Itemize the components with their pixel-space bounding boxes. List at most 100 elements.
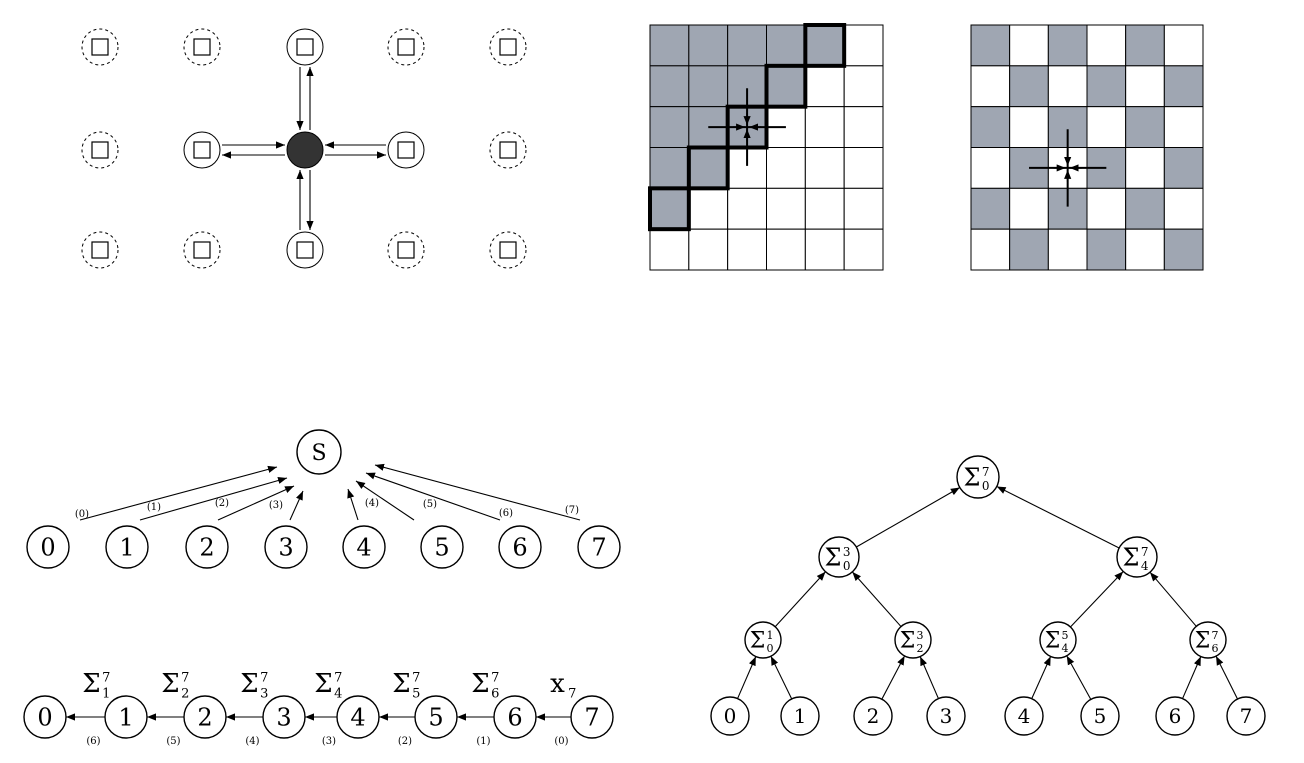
star-node-0: 0: [26, 525, 70, 569]
tree-leaf-2-label: 2: [867, 704, 880, 728]
stencil-diagram: [81, 28, 527, 269]
chain-top-label-3-sup: 7: [334, 671, 342, 686]
star-node-3-circle: [264, 525, 308, 569]
star-node-5-circle: [420, 525, 464, 569]
stencil-square-marker: [296, 38, 314, 56]
tree-arrow-leaf-3: [919, 656, 939, 699]
star-node-1-label: 1: [119, 534, 134, 562]
grid-checker-cell: [970, 24, 1011, 67]
grid-checker-cell: [1009, 187, 1049, 230]
stencil-square-marker: [397, 141, 415, 159]
grid-diagonal-cell: [843, 24, 884, 67]
chain-top-label-4-sup: 7: [412, 671, 420, 686]
tree-leaf-7: 7: [1226, 696, 1266, 736]
grid-checker-cell: [1125, 228, 1165, 271]
tree-l1-node-2: [1039, 621, 1077, 659]
tree-leaf-3-circle: [926, 696, 966, 736]
tree-leaf-1-circle: [780, 696, 820, 736]
grid-diagonal-cell: [766, 187, 806, 230]
tree-leaf-0-circle: [710, 696, 750, 736]
grid-checker-cell: [1009, 106, 1049, 148]
chain-node-3: 3: [262, 695, 306, 739]
stencil-square-marker: [193, 141, 211, 159]
grid-checker-cell: [1047, 24, 1088, 67]
chain-edge-label-6: (0): [554, 736, 568, 747]
chain-top-label-4-base: Σ: [392, 669, 410, 699]
tree-root-node: [956, 455, 1000, 499]
grid-checker-cell: [1086, 187, 1127, 230]
chain-top-label-2-sub: 3: [260, 686, 268, 701]
chain-node-0-label: 0: [37, 704, 52, 732]
grid-diagonal-cell: [649, 147, 690, 189]
tree-arrow-l1-1: [851, 571, 902, 627]
grid-checker-cell: [1125, 106, 1165, 148]
chain-top-label-0-base: Σ: [82, 669, 100, 699]
grid-diagonal-cell: [843, 147, 884, 189]
grid-diagonal-cell: [727, 187, 768, 230]
chain-top-label-1-base: Σ: [161, 669, 179, 699]
star-arrow-0: [79, 465, 278, 521]
tree-leaf-1-label: 1: [794, 704, 807, 728]
star-arrow-2: [217, 485, 295, 521]
grid-diagonal-cell: [727, 228, 768, 271]
tree-leaf-7-label: 7: [1240, 704, 1253, 728]
chain-node-4: 4: [336, 695, 380, 739]
tree-leaf-6-circle: [1155, 696, 1195, 736]
grid-checker-cell: [1163, 228, 1204, 271]
grid-diagonal-cell: [804, 147, 845, 189]
tree-l1-node-0: [744, 621, 782, 659]
tree-arrow-leaf-4: [1031, 656, 1052, 699]
grid-checker-cell: [1086, 228, 1127, 271]
stencil-square-marker: [91, 38, 109, 56]
grid-checker-cell: [970, 228, 1011, 271]
chain-node-1-label: 1: [118, 704, 133, 732]
tree-arrow-leaf-6: [1182, 656, 1202, 699]
chain-node-1: 1: [104, 695, 148, 739]
chain-edge-label-4: (2): [398, 736, 412, 747]
star-node-7-circle: [577, 525, 621, 569]
stencil-square-marker: [91, 241, 109, 259]
grid-checker-cell: [1086, 65, 1127, 108]
tree-leaf-4-circle: [1004, 696, 1044, 736]
chain-top-label-3-sub: 4: [334, 686, 342, 701]
grid-diagonal-cell: [688, 228, 729, 271]
grid-diagonal-cell: [843, 65, 884, 108]
grid-checker-cell: [1125, 187, 1165, 230]
grid-checker-stencil-star: [1029, 129, 1107, 207]
grid-checker-cell: [1125, 65, 1165, 108]
grid-diagonal-cell: [649, 65, 690, 108]
star-edge-label-0: (0): [75, 509, 89, 520]
grid-checker-cell: [970, 106, 1011, 148]
grid-diagonal-cell: [804, 65, 845, 108]
grid-checker-cell: [970, 147, 1011, 189]
tree-leaf-6: 6: [1155, 696, 1195, 736]
grid-diagonal-boundary-cell: [764, 63, 808, 109]
grid-diagonal-cell: [804, 24, 845, 67]
grid-diagonal-cell: [766, 228, 806, 271]
tree-l2-label-1-base: Σ: [1123, 543, 1140, 571]
chain-node-2: 2: [183, 695, 227, 739]
tree-leaf-5-circle: [1080, 696, 1120, 736]
grid-diagonal-cell: [649, 106, 690, 148]
chain-top-label-5-base: Σ: [471, 669, 489, 699]
star-node-0-label: 0: [40, 534, 55, 562]
tree-l2-label-1-sub: 4: [1141, 559, 1149, 573]
chain-node-7: 7: [570, 695, 614, 739]
grid-diagonal-cell: [688, 65, 729, 108]
tree-l2-label-0-sub: 0: [843, 559, 851, 573]
star-node-5: 5: [420, 525, 464, 569]
grid-diagonal-cell: [688, 147, 729, 189]
grid-diagonal-cell: [804, 187, 845, 230]
star-reduction-diagram: S 0(0)1(1)2(2)3(3)4(4)5(5)6(6)7(7): [26, 429, 621, 569]
tree-arrow-leaf-1: [770, 655, 793, 700]
grid-checker-cell: [970, 187, 1011, 230]
tree-l1-label-1-sub: 2: [917, 642, 924, 655]
